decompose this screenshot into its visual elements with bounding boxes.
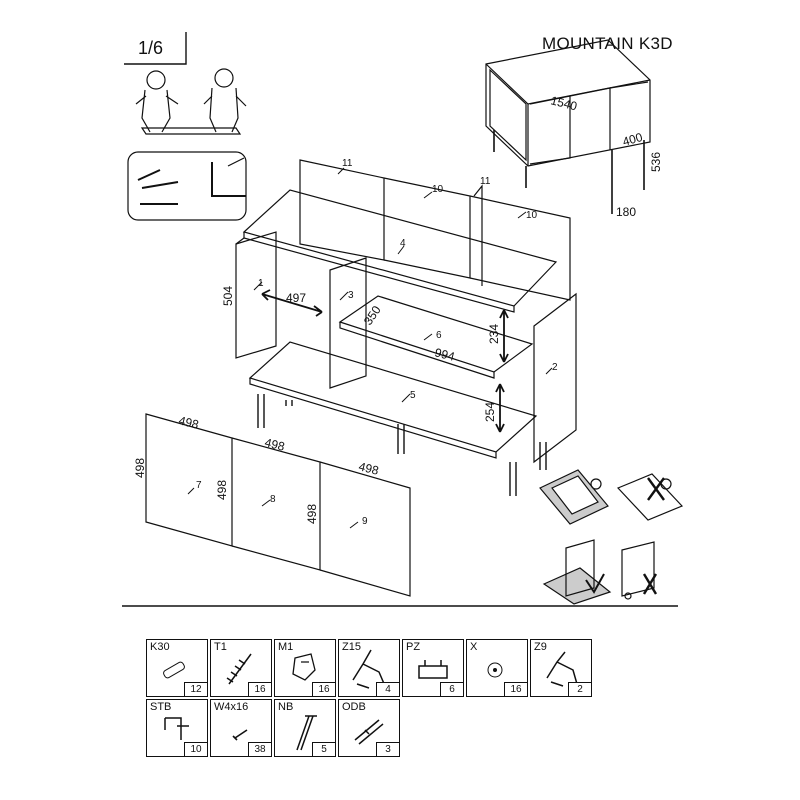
hardware-code: W4x16	[214, 701, 249, 713]
hardware-qty: 6	[440, 682, 463, 696]
overall-width-label: 1540	[549, 93, 579, 113]
connector-icon	[418, 660, 448, 679]
hardware-qty: 16	[248, 682, 271, 696]
hardware-qty: 16	[504, 682, 527, 696]
lower-gap-dim: 254	[483, 402, 497, 422]
hardware-code: T1	[214, 641, 227, 653]
hardware-qty: 3	[376, 742, 399, 756]
upper-gap-dim: 234	[487, 324, 501, 344]
hardware-code: K30	[150, 641, 170, 653]
not-ok-surface-icon	[616, 473, 684, 521]
middle-shelf	[338, 295, 534, 373]
partition-depth-dim: 350	[361, 303, 384, 328]
model-title: MOUNTAIN K3D	[542, 34, 673, 53]
hardware-cell-k30: K30 12	[146, 639, 208, 697]
part-8: 8	[270, 494, 276, 505]
hardware-cell-t1: T1 16	[210, 639, 272, 697]
cam-lock-icon	[292, 653, 316, 681]
part-2: 2	[552, 362, 558, 373]
left-side-panel	[235, 231, 277, 359]
hinge-plate-icon	[546, 651, 578, 687]
assembled-cabinet	[485, 39, 651, 214]
hardware-code: STB	[150, 701, 172, 713]
part-11a: 11	[342, 158, 353, 169]
side-height-dim: 504	[221, 286, 235, 306]
door1-height-dim: 498	[133, 458, 147, 478]
hinge-icon	[352, 649, 386, 689]
hardware-qty: 4	[376, 682, 399, 696]
washer-icon	[487, 662, 503, 678]
hardware-code: X	[470, 641, 478, 653]
hardware-code: NB	[278, 701, 294, 713]
hardware-qty: 16	[312, 682, 335, 696]
part-1: 1	[258, 278, 264, 289]
hardware-code: Z9	[534, 641, 547, 653]
screw-icon	[226, 653, 252, 685]
ok-surface-icon	[539, 469, 609, 525]
door-middle	[231, 437, 321, 571]
bottom-panel	[248, 341, 538, 453]
hardware-cell-pz: PZ 6	[402, 639, 464, 697]
tools-box	[127, 151, 247, 221]
part-10a: 10	[432, 184, 444, 195]
back-panels	[299, 159, 571, 301]
right-side-panel	[533, 292, 577, 464]
ok-stand-icon	[542, 539, 612, 605]
hardware-code: PZ	[406, 641, 421, 653]
hardware-qty: 12	[184, 682, 207, 696]
bracket-icon	[164, 717, 189, 740]
small-screw-icon	[232, 729, 248, 741]
body-height-label: 400	[621, 130, 644, 149]
hardware-code: ODB	[342, 701, 366, 713]
two-person-icon	[135, 68, 247, 135]
door3-height-dim: 498	[305, 504, 319, 524]
dowel-icon	[163, 661, 185, 679]
hardware-qty: 5	[312, 742, 335, 756]
legs	[257, 394, 547, 496]
door2-width-dim: 498	[263, 435, 286, 454]
leg-icon	[296, 715, 317, 751]
hardware-code: Z15	[342, 641, 361, 653]
page-number: 1/6	[138, 38, 164, 58]
hardware-cell-nb: NB 5	[274, 699, 336, 757]
overall-depth-label: 180	[616, 205, 636, 219]
part-3: 3	[348, 290, 354, 301]
door1-width-dim: 498	[177, 413, 200, 432]
part-9: 9	[362, 516, 368, 527]
part-7: 7	[196, 480, 202, 491]
door-right	[319, 461, 411, 597]
door3-width-dim: 498	[357, 459, 380, 478]
part-11b: 11	[480, 176, 491, 187]
door2-height-dim: 498	[215, 480, 229, 500]
hardware-qty: 2	[568, 682, 591, 696]
part-4: 4	[400, 238, 406, 249]
not-ok-stand-icon	[621, 541, 658, 600]
hardware-cell-w4x16: W4x16 38	[210, 699, 272, 757]
hardware-code: M1	[278, 641, 294, 653]
top-panel	[242, 189, 558, 307]
hardware-qty: 10	[184, 742, 207, 756]
overall-height-label: 536	[649, 152, 663, 172]
hardware-cell-m1: M1 16	[274, 639, 336, 697]
center-partition	[329, 257, 367, 389]
hardware-cell-x: X 16	[466, 639, 528, 697]
hardware-cell-z15: Z15 4	[338, 639, 400, 697]
hardware-cell-stb: STB 10	[146, 699, 208, 757]
inner-width-dim: 497	[286, 291, 306, 305]
hardware-qty: 38	[248, 742, 271, 756]
hardware-cell-z9: Z9 2	[530, 639, 592, 697]
hardware-cell-odb: ODB 3	[338, 699, 400, 757]
part-10b: 10	[526, 210, 538, 221]
bumper-icon	[354, 719, 384, 745]
shelf-width-dim: 994	[433, 345, 456, 364]
part-6: 6	[436, 330, 442, 341]
part-5: 5	[410, 390, 416, 401]
